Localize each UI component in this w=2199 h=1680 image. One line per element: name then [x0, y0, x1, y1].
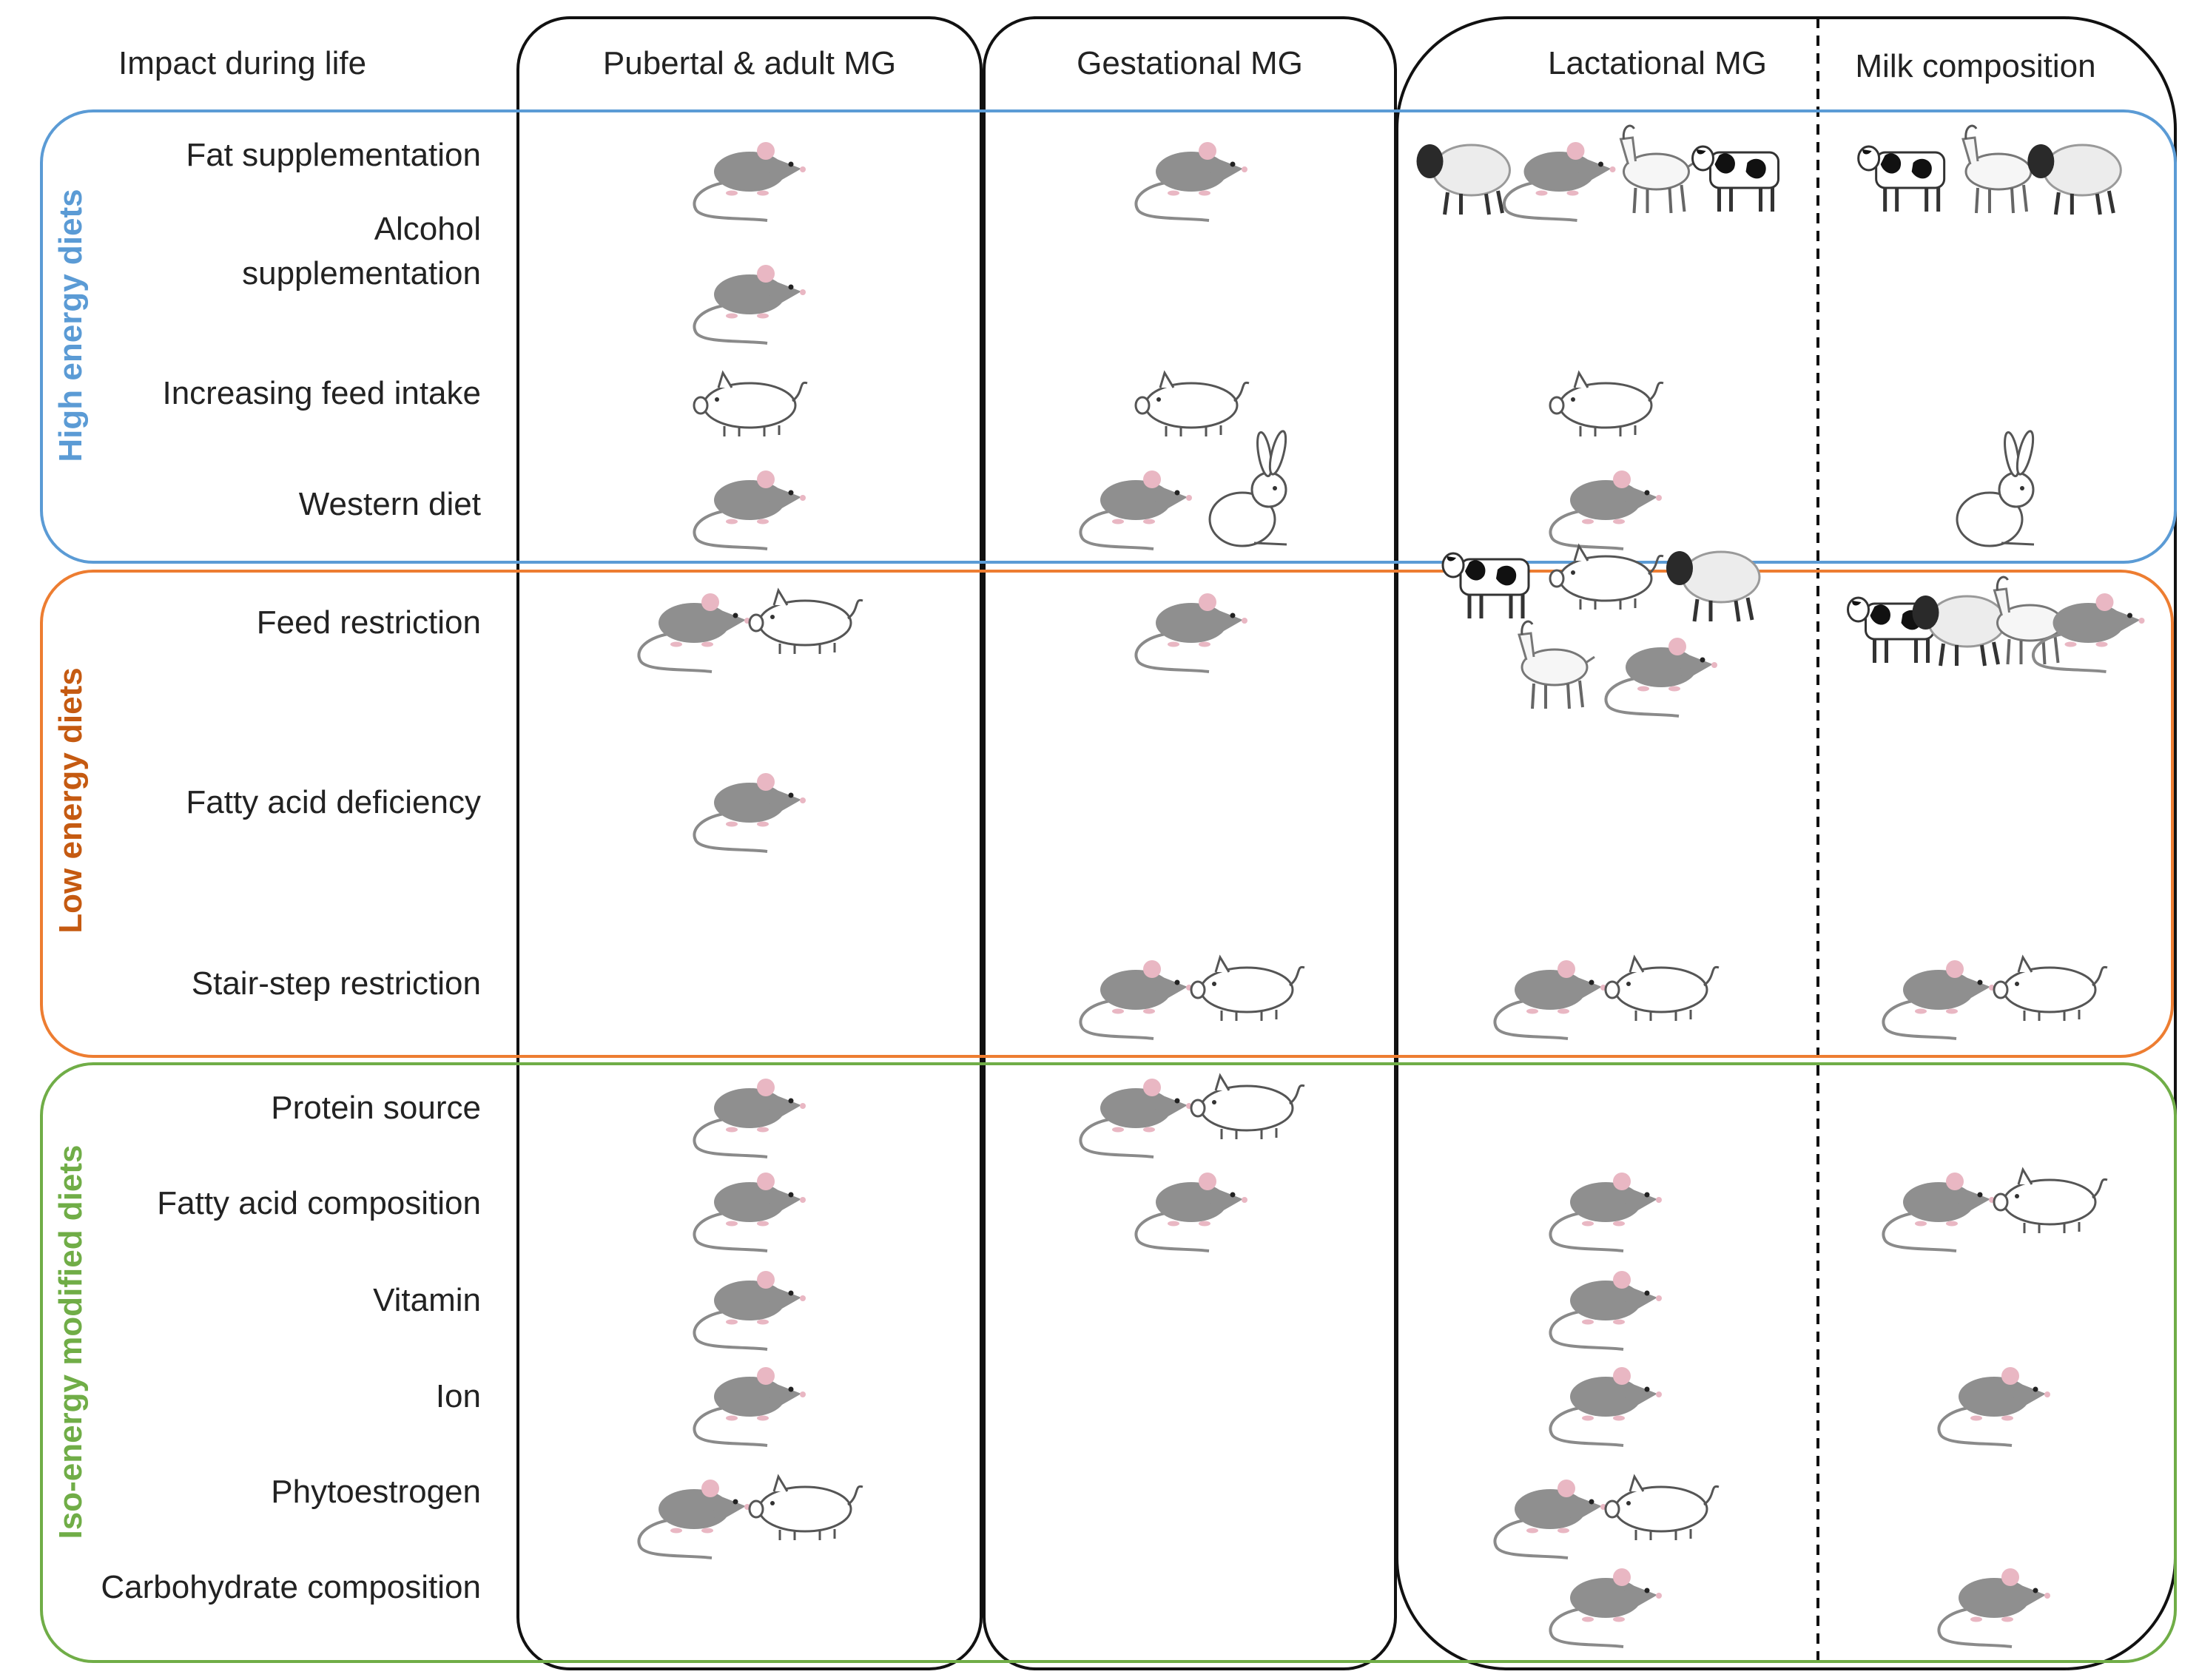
mouse-icon: [693, 1269, 807, 1351]
rabbit-icon: [1208, 428, 1290, 547]
rabbit-icon: [1956, 428, 2038, 547]
mouse-icon: [1079, 469, 1193, 550]
cow-icon: [1443, 553, 1529, 618]
sheep-icon: [1417, 144, 1510, 215]
column-header-gestational: Gestational MG: [1077, 45, 1303, 81]
mouse-icon: [1502, 141, 1617, 222]
mouse-icon: [1549, 469, 1663, 550]
mouse-icon: [693, 1077, 807, 1158]
mouse-icon: [1134, 592, 1249, 673]
goat-icon: [1619, 124, 1698, 215]
pig-icon: [1549, 544, 1665, 611]
mouse-icon: [1079, 1077, 1193, 1158]
group-title-high-energy: High energy diets: [53, 189, 89, 462]
mouse-icon: [1882, 959, 1996, 1040]
impact-during-life-label: Impact during life: [118, 45, 366, 81]
mouse-icon: [1493, 1478, 1608, 1559]
animal-icons: [637, 124, 2146, 1648]
mouse-icon: [693, 772, 807, 853]
row-label: Stair-step restriction: [192, 965, 481, 1002]
row-label: supplementation: [242, 255, 481, 291]
mouse-icon: [1134, 1171, 1249, 1252]
mouse-icon: [1604, 636, 1719, 718]
column-box-lactational-milk: [1395, 16, 2177, 1670]
row-label: Protein source: [271, 1090, 481, 1126]
mouse-icon: [693, 1366, 807, 1447]
row-label: Ion: [436, 1378, 481, 1414]
column-header-lactational: Lactational MG: [1548, 45, 1767, 81]
mouse-icon: [1079, 959, 1193, 1040]
mouse-icon: [1937, 1567, 2052, 1648]
pig-icon: [1190, 956, 1306, 1022]
cow-icon: [1859, 146, 1944, 212]
row-label: Increasing feed intake: [162, 375, 481, 411]
sheep-icon: [1666, 551, 1759, 621]
mouse-icon: [693, 469, 807, 550]
mouse-icon: [693, 1171, 807, 1252]
pig-icon: [1190, 1074, 1306, 1141]
column-header-milk: Milk composition: [1855, 48, 2095, 84]
pig-icon: [748, 589, 864, 655]
row-label: Carbohydrate composition: [101, 1569, 481, 1605]
column-box-gestational: [983, 16, 1397, 1670]
group-title-iso-energy: Iso-energy modified diets: [53, 1145, 89, 1539]
row-label: Vitamin: [373, 1282, 481, 1318]
pig-icon: [1993, 956, 2109, 1022]
mouse-icon: [1549, 1269, 1663, 1351]
group-box-high-energy: [40, 109, 2177, 564]
sheep-icon: [2027, 144, 2121, 215]
mouse-icon: [1134, 141, 1249, 222]
mouse-icon: [1549, 1567, 1663, 1648]
pig-icon: [1549, 371, 1665, 438]
mouse-icon: [1549, 1366, 1663, 1447]
mouse-icon: [637, 1478, 752, 1559]
pig-icon: [1604, 1475, 1720, 1542]
pig-icon: [1993, 1168, 2109, 1235]
row-label: Western diet: [299, 486, 481, 522]
row-label: Fat supplementation: [186, 137, 481, 173]
mouse-icon: [1937, 1366, 2052, 1447]
row-label: Phytoestrogen: [271, 1474, 481, 1510]
row-label: Fatty acid composition: [157, 1185, 481, 1221]
row-label: Fatty acid deficiency: [186, 784, 481, 820]
cow-icon: [1693, 146, 1779, 212]
pig-icon: [748, 1475, 864, 1542]
pig-icon: [1134, 371, 1250, 438]
mouse-icon: [1882, 1171, 1996, 1252]
row-label: Alcohol: [374, 211, 481, 247]
group-box-low-energy: [40, 570, 2174, 1058]
mouse-icon: [1549, 1171, 1663, 1252]
goat-icon: [1961, 124, 2040, 215]
column-header-pubertal: Pubertal & adult MG: [603, 45, 896, 81]
group-box-iso-energy: [40, 1062, 2177, 1663]
pig-icon: [1604, 956, 1720, 1022]
mouse-icon: [637, 592, 752, 673]
group-title-low-energy: Low energy diets: [53, 667, 89, 933]
pig-icon: [693, 371, 809, 438]
mouse-icon: [1493, 959, 1608, 1040]
goat-icon: [1518, 620, 1596, 710]
row-label: Feed restriction: [257, 604, 481, 641]
mouse-icon: [693, 263, 807, 345]
mouse-icon: [693, 141, 807, 222]
column-box-pubertal: [516, 16, 983, 1670]
